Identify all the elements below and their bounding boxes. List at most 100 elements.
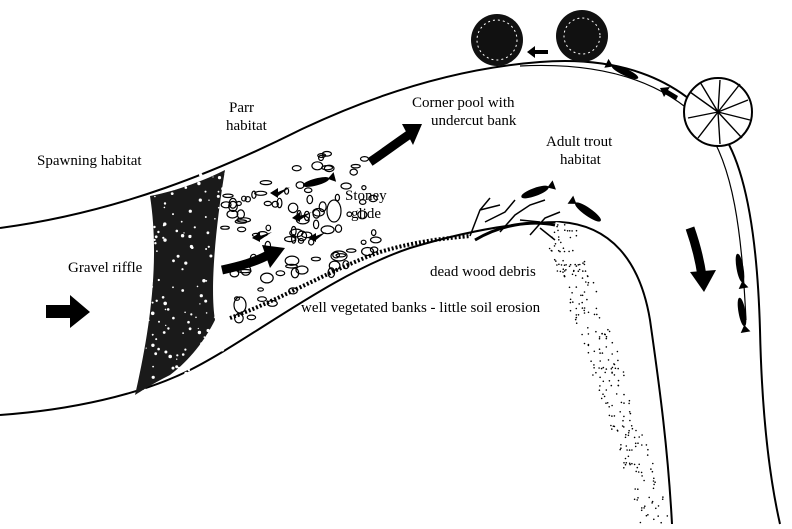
sand-grain [652,471,654,473]
sand-grain [557,224,559,226]
fish-parr [302,173,335,189]
gravel-grain [205,280,207,282]
stone [314,220,319,229]
stone [361,157,369,162]
label-stoney-line1: Stoney [345,187,387,205]
gravel-grain [183,232,184,233]
gravel-grain [152,366,154,368]
sand-grain [558,250,560,252]
sand-grain [582,262,584,264]
sand-grain [635,443,637,445]
stone [237,202,242,206]
sand-grain [564,229,566,231]
stone [258,288,264,291]
gravel-grain [212,176,213,177]
stone [312,162,323,170]
gravel-grain [222,276,226,280]
large-stone [234,297,246,313]
sand-grain [647,449,649,451]
sand-grain [628,456,630,458]
sand-grain [564,275,566,277]
gravel-grain [150,170,153,173]
gravel-grain [216,289,219,292]
stone [288,203,297,212]
sand-grain [606,336,608,338]
gravel-grain [184,372,188,376]
sand-grain [610,425,612,427]
gravel-grain [205,216,207,218]
sand-grain [619,411,621,413]
sand-grain [623,375,625,377]
sand-grain [608,406,610,408]
stones [221,152,381,323]
gravel-grain [204,175,206,177]
sand-grain [558,236,560,238]
gravel-grain [158,185,160,187]
sand-grain [612,367,614,369]
sand-grain [601,333,603,335]
sand-grain [580,295,582,297]
sand-grain [623,402,625,404]
sand-grain [599,377,601,379]
gravel-grain [205,348,208,351]
stone [371,237,382,243]
sand-grain [560,271,562,273]
sand-grain [593,364,595,366]
sand-grain [622,425,624,427]
gravel-grain [151,312,155,316]
gravel-grain [173,188,175,190]
sand-grain [606,346,608,348]
sand-grain [570,237,572,239]
gravel-grain [163,224,165,226]
stone [351,165,360,168]
gravel-grain [156,250,158,252]
sand-grain [601,368,603,370]
sand-grain [635,471,637,473]
sand-grain [588,345,590,347]
label-adult-trout-line1: Adult trout [546,133,612,151]
sand-grain [619,449,621,451]
gravel-grain [184,349,186,351]
gravel-grain [172,213,174,215]
gravel-grain [214,317,215,318]
gravel-grain [181,268,183,270]
sand-grain [629,400,631,402]
sand-grain [611,372,613,374]
stone [311,257,320,261]
gravel-grain [146,217,148,219]
sand-grain [634,437,636,439]
sand-grain [611,405,613,407]
sand-grain [582,295,584,297]
sand-grain [603,367,605,369]
gravel-grain [150,264,151,265]
gravel-grain [218,176,221,179]
sand-grain [643,507,645,509]
gravel-grain [215,266,216,267]
gravel-grain [221,187,224,190]
sand-grain [578,270,580,272]
sand-grain [650,468,652,470]
sand-grain [641,475,643,477]
sand-grain [570,299,572,301]
gravel-grain [151,286,153,288]
sand-grain [653,488,655,490]
sand-grain [575,275,577,277]
sand-grain [609,380,611,382]
sand-grain [629,464,631,466]
sand-grain [564,251,566,253]
sand-grain [549,248,551,250]
sand-grain [641,434,643,436]
sand-grain [614,415,616,417]
sand-grain [613,363,615,365]
gravel-grain [165,309,167,311]
fish-adult-2 [569,197,603,224]
stone [347,249,356,252]
flow-arrow-left [46,295,90,328]
gravel-grain [172,367,175,370]
sand-grain [554,259,556,261]
sand-grain [584,343,586,345]
sand-grain [569,266,571,268]
stone [292,166,301,171]
sand-grain [590,360,592,362]
gravel-grain [218,207,220,209]
